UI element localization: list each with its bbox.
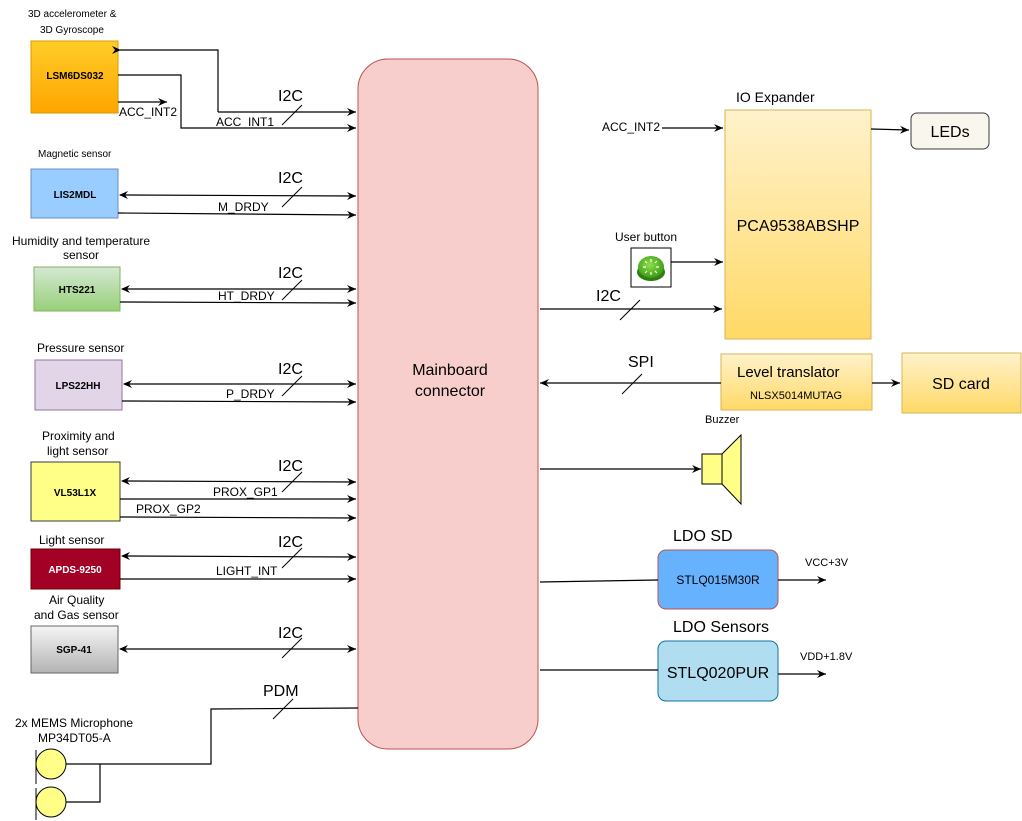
bus-slash bbox=[281, 104, 303, 126]
bus-slash bbox=[272, 698, 294, 720]
speaker-icon bbox=[701, 433, 742, 506]
light-bus-label: I2C bbox=[278, 534, 303, 551]
bus-slash bbox=[281, 637, 303, 659]
hum-caption-2: sensor bbox=[63, 248, 99, 262]
ldo-sensors-output: VDD+1.8V bbox=[800, 651, 853, 663]
io-bus-label: I2C bbox=[596, 288, 621, 305]
sensor-humidity: Humidity and temperature sensor HTS221 H… bbox=[12, 234, 357, 312]
sensor-imu: 3D accelerometer & 3D Gyroscope LSM6DS03… bbox=[28, 9, 356, 132]
prox-signal-gp1: PROX_GP1 bbox=[213, 485, 278, 499]
microphone-1-icon bbox=[35, 748, 67, 780]
ldo-sd: LDO SD STLQ015M30R VCC+3V bbox=[539, 528, 849, 610]
light-caption: Light sensor bbox=[39, 533, 104, 547]
mainboard-connector: Mainboard connector bbox=[357, 58, 539, 750]
ldo-sd-chip: STLQ015M30R bbox=[676, 573, 760, 587]
level-translator-title: Level translator bbox=[737, 364, 840, 381]
buzzer-block: Buzzer bbox=[540, 414, 742, 506]
press-signal: P_DRDY bbox=[226, 387, 275, 401]
sensor-light: Light sensor APDS-9250 LIGHT_INT I2C bbox=[30, 533, 357, 590]
sensor-gas: Air Quality and Gas sensor SGP-41 I2C bbox=[30, 593, 356, 674]
buzzer-label: Buzzer bbox=[705, 414, 740, 426]
hum-bus-label: I2C bbox=[278, 265, 303, 282]
mag-chip: LIS2MDL bbox=[54, 190, 97, 201]
hum-chip: HTS221 bbox=[59, 285, 96, 296]
leds-label: LEDs bbox=[930, 124, 969, 141]
sd-card-label: SD card bbox=[932, 376, 990, 393]
io-input-acc-int2: ACC_INT2 bbox=[602, 120, 660, 134]
prox-chip: VL53L1X bbox=[54, 488, 97, 499]
level-translator: Level translator NLSX5014MUTAG SPI bbox=[540, 353, 900, 411]
mainboard-label-1: Mainboard bbox=[412, 362, 488, 379]
io-expander: IO Expander PCA9538ABSHP ACC_INT2 I2C bbox=[540, 89, 910, 340]
sensor-pressure: Pressure sensor LPS22HH P_DRDY I2C bbox=[34, 341, 357, 411]
light-signal: LIGHT_INT bbox=[216, 564, 278, 578]
ldo-sensors-chip: STLQ020PUR bbox=[667, 665, 769, 682]
sd-card-block: SD card bbox=[901, 352, 1022, 414]
sensor-mag: Magnetic sensor LIS2MDL M_DRDY I2C bbox=[30, 149, 357, 219]
light-chip: APDS-9250 bbox=[48, 565, 102, 576]
ldo-sensors: LDO Sensors STLQ020PUR VDD+1.8V bbox=[540, 619, 853, 702]
imu-caption-2: 3D Gyroscope bbox=[40, 25, 104, 36]
mic-bus-label: PDM bbox=[263, 683, 299, 700]
mems-microphones: 2x MEMS Microphone MP34DT05-A PDM bbox=[15, 683, 359, 820]
gas-chip: SGP-41 bbox=[56, 645, 92, 656]
sensor-proximity: Proximity and light sensor VL53L1X PROX_… bbox=[30, 429, 357, 522]
press-caption: Pressure sensor bbox=[37, 341, 124, 355]
bus-slash bbox=[619, 299, 641, 321]
level-translator-chip: NLSX5014MUTAG bbox=[750, 390, 842, 402]
ldo-sd-title: LDO SD bbox=[673, 528, 733, 545]
prox-caption-1: Proximity and bbox=[42, 429, 115, 443]
io-expander-title: IO Expander bbox=[736, 89, 815, 105]
user-button-block: User button bbox=[615, 230, 723, 288]
imu-signal-acc-int1: ACC_INT1 bbox=[216, 115, 274, 129]
io-expander-chip: PCA9538ABSHP bbox=[737, 218, 860, 235]
ldo-sd-output: VCC+3V bbox=[805, 557, 849, 569]
gas-bus-label: I2C bbox=[278, 625, 303, 642]
hum-caption-1: Humidity and temperature bbox=[12, 234, 150, 248]
mic-caption-1: 2x MEMS Microphone bbox=[15, 716, 133, 730]
gas-caption-1: Air Quality bbox=[49, 593, 104, 607]
mag-signal: M_DRDY bbox=[218, 200, 269, 214]
prox-signal-gp2: PROX_GP2 bbox=[136, 502, 201, 516]
bus-slash bbox=[281, 279, 303, 301]
press-chip: LPS22HH bbox=[55, 381, 100, 392]
ldo-sensors-title: LDO Sensors bbox=[673, 619, 769, 636]
mainboard-label-2: connector bbox=[415, 383, 486, 400]
mag-bus-label: I2C bbox=[278, 170, 303, 187]
imu-bus-label: I2C bbox=[278, 88, 303, 105]
leds-block: LEDs bbox=[910, 112, 990, 150]
spi-bus-label: SPI bbox=[628, 354, 654, 371]
imu-caption-1: 3D accelerometer & bbox=[28, 9, 117, 20]
hum-signal: HT_DRDY bbox=[218, 289, 275, 303]
green-push-button-icon[interactable] bbox=[637, 256, 665, 281]
imu-chip: LSM6DS032 bbox=[46, 71, 104, 82]
microphone-2-icon bbox=[35, 786, 67, 818]
bus-slash bbox=[281, 471, 303, 493]
bus-slash bbox=[621, 373, 643, 395]
prox-bus-label: I2C bbox=[278, 458, 303, 475]
user-button-label: User button bbox=[615, 230, 677, 244]
press-bus-label: I2C bbox=[278, 361, 303, 378]
prox-caption-2: light sensor bbox=[47, 444, 108, 458]
bus-slash bbox=[281, 375, 303, 397]
gas-caption-2: and Gas sensor bbox=[34, 608, 119, 622]
bus-slash bbox=[281, 547, 303, 569]
mic-caption-2: MP34DT05-A bbox=[38, 731, 111, 745]
bus-slash bbox=[281, 186, 303, 208]
mag-caption: Magnetic sensor bbox=[38, 149, 112, 160]
imu-signal-acc-int2: ACC_INT2 bbox=[119, 105, 177, 119]
